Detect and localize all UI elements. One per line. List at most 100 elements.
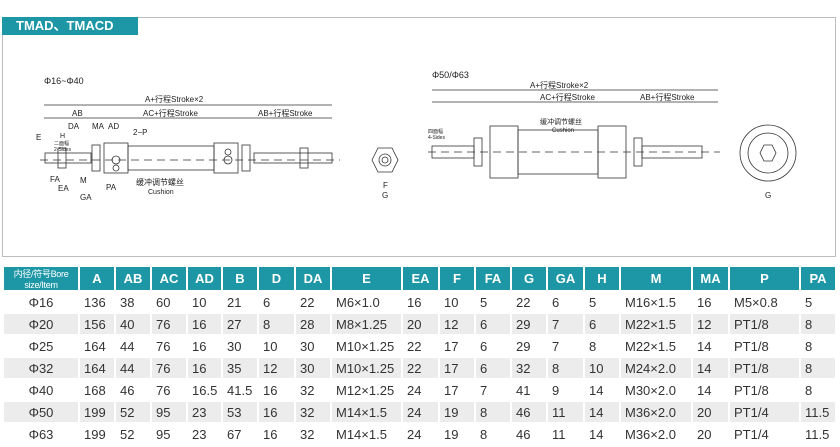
value-cell: 22 xyxy=(516,294,531,310)
value-cell: 6 xyxy=(585,314,619,334)
value-cell: M24×2.0 xyxy=(621,358,691,378)
dim-ea: EA xyxy=(58,184,69,193)
bore-size-cell: Φ16 xyxy=(28,294,54,310)
column-header: AD xyxy=(188,267,221,290)
value-cell: 12 xyxy=(440,314,474,334)
value-cell: 6 xyxy=(552,294,560,310)
dim-total-left: A+行程Stroke×2 xyxy=(145,94,204,104)
value-cell: 14 xyxy=(589,426,604,442)
value-cell: M16×1.5 xyxy=(625,294,676,310)
value-cell: 16 xyxy=(263,382,278,398)
value-cell: 7 xyxy=(548,314,583,334)
value-cell: 22 xyxy=(407,338,422,354)
value-cell: 8 xyxy=(548,358,583,378)
value-cell: 17 xyxy=(444,382,459,398)
value-cell: 32 xyxy=(296,402,330,422)
value-cell: 24 xyxy=(407,426,422,442)
dim-ga: GA xyxy=(80,193,92,202)
value-cell: 23 xyxy=(192,426,207,442)
value-cell: 76 xyxy=(152,314,186,334)
value-cell: 14 xyxy=(585,402,619,422)
value-cell: 10 xyxy=(585,358,619,378)
value-cell: 95 xyxy=(152,402,186,422)
dim-e: E xyxy=(36,133,41,142)
value-cell: 8 xyxy=(805,382,813,398)
column-header: H xyxy=(585,267,619,290)
dim-total-right: A+行程Stroke×2 xyxy=(530,80,589,90)
end-f: F xyxy=(383,181,388,190)
value-cell: 40 xyxy=(116,314,150,334)
value-cell: PT1/8 xyxy=(730,358,799,378)
value-cell: 10 xyxy=(444,294,459,310)
bore-size-cell: Φ25 xyxy=(28,338,54,354)
value-cell: 23 xyxy=(188,402,221,422)
value-cell: 24 xyxy=(407,382,422,398)
value-cell: 168 xyxy=(84,382,106,398)
two-sides-cn: 二面幅 xyxy=(54,140,69,147)
value-cell: 22 xyxy=(403,358,438,378)
value-cell: 7 xyxy=(480,382,488,398)
value-cell: M10×1.25 xyxy=(332,358,401,378)
value-cell: PT1/8 xyxy=(734,382,769,398)
value-cell: 17 xyxy=(444,338,459,354)
four-sides-en: 4-Sides xyxy=(428,135,445,141)
value-cell: 16 xyxy=(407,294,422,310)
cushion-cn-right: 缓冲调节螺丝 xyxy=(540,117,582,126)
column-header: EA xyxy=(403,267,438,290)
column-header: AC xyxy=(152,267,186,290)
column-header: AB xyxy=(116,267,150,290)
value-cell: 19 xyxy=(440,402,474,422)
value-cell: M30×2.0 xyxy=(625,382,676,398)
value-cell: 76 xyxy=(152,358,186,378)
value-cell: 17 xyxy=(440,358,474,378)
value-cell: 19 xyxy=(444,426,459,442)
value-cell: 38 xyxy=(120,294,135,310)
value-cell: 41.5 xyxy=(227,382,253,398)
bore-size-cell: Φ20 xyxy=(4,314,78,334)
value-cell: 11.5 xyxy=(801,402,835,422)
value-cell: M5×0.8 xyxy=(734,294,778,310)
value-cell: 12 xyxy=(693,314,728,334)
value-cell: 6 xyxy=(476,358,510,378)
value-cell: 76 xyxy=(156,382,171,398)
value-cell: 30 xyxy=(300,338,315,354)
dim-ab-stroke: AB+行程Stroke xyxy=(258,108,313,118)
value-cell: 60 xyxy=(156,294,171,310)
value-cell: 10 xyxy=(192,294,207,310)
value-cell: 30 xyxy=(227,338,242,354)
value-cell: 8 xyxy=(589,338,597,354)
value-cell: 5 xyxy=(589,294,597,310)
value-cell: 8 xyxy=(801,314,835,334)
dim-ab: AB xyxy=(72,109,83,118)
bore-size-cell: Φ40 xyxy=(28,382,54,398)
dim-pa: PA xyxy=(106,183,117,192)
value-cell: 41 xyxy=(516,382,531,398)
left-size-label: Φ16~Φ40 xyxy=(44,76,84,86)
value-cell: M22×1.5 xyxy=(625,338,676,354)
value-cell: 7 xyxy=(552,338,560,354)
value-cell: 16 xyxy=(192,338,207,354)
value-cell: 53 xyxy=(223,402,257,422)
column-header: G xyxy=(512,267,546,290)
dim-ad: AD xyxy=(108,122,119,131)
value-cell: M14×1.5 xyxy=(336,426,387,442)
cushion-cn: 缓冲调节螺丝 xyxy=(136,177,184,187)
value-cell: 46 xyxy=(516,426,531,442)
value-cell: 27 xyxy=(223,314,257,334)
dim-ma: MA xyxy=(92,122,105,131)
value-cell: 20 xyxy=(693,402,728,422)
value-cell: M8×1.25 xyxy=(332,314,401,334)
dim-ac: AC+行程Stroke xyxy=(143,108,198,118)
column-header: P xyxy=(730,267,799,290)
value-cell: 199 xyxy=(84,426,106,442)
column-header: A xyxy=(80,267,114,290)
value-cell: 32 xyxy=(300,382,315,398)
column-header: PA xyxy=(801,267,835,290)
value-cell: 20 xyxy=(697,426,712,442)
